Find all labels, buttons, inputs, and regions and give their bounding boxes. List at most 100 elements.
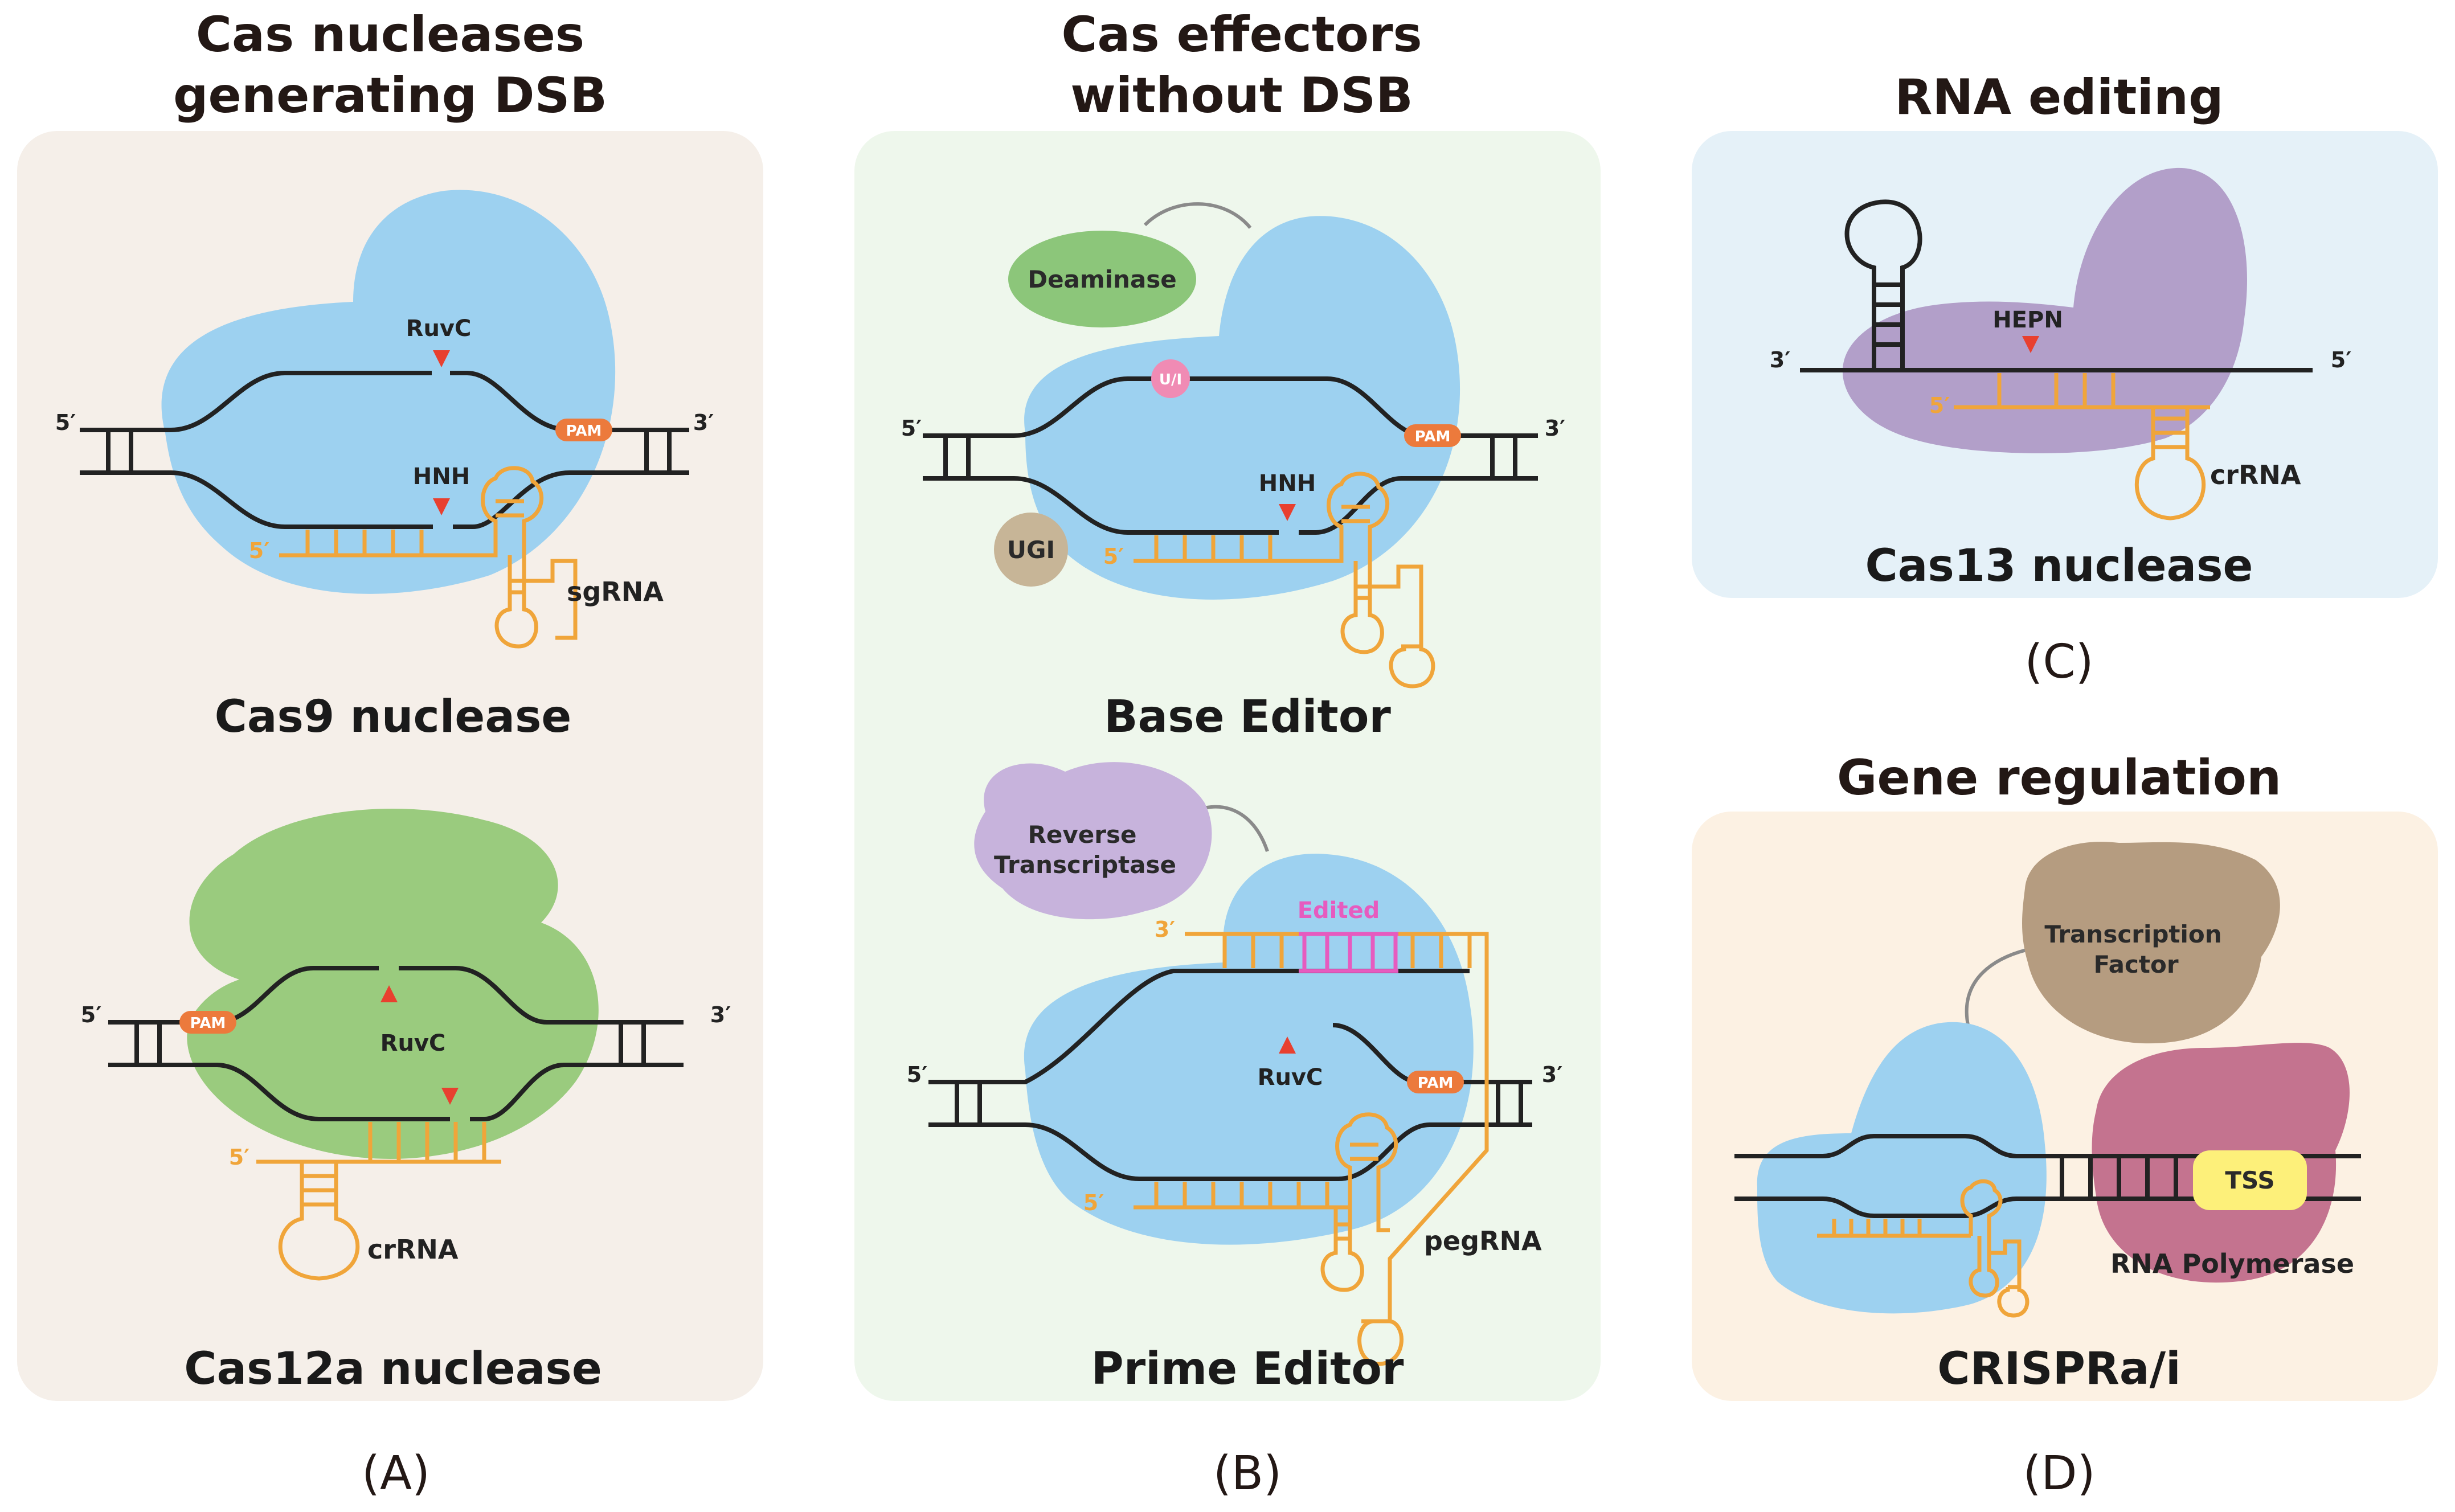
panel-b-letter: (B): [1213, 1447, 1282, 1501]
base-editor-hnh-label: HNH: [1259, 470, 1316, 497]
prime-editor-pegrna-scaffold: [1320, 1112, 1398, 1292]
prime-editor-pegrna-label: pegRNA: [1424, 1226, 1542, 1256]
prime-editor-pegrna-tail-loop: [1357, 1264, 1404, 1366]
ugi-label: UGI: [1007, 536, 1055, 564]
cas12a-bottom-cut-marker: [441, 1088, 459, 1105]
prime-editor-rna-5prime: 5′: [1083, 1190, 1104, 1215]
deaminase-linker: [1143, 202, 1252, 229]
prime-editor-dna-3prime: 3′: [1542, 1062, 1562, 1087]
prime-editor-name: Prime Editor: [1091, 1343, 1404, 1395]
base-editor-dna-5prime: 5′: [901, 416, 922, 441]
cas13-hepn-label: HEPN: [1992, 307, 2063, 333]
panel-d-title: Gene regulation: [1837, 749, 2281, 806]
cas13-target-5prime: 5′: [2331, 347, 2351, 372]
deaminase-protein: [1008, 231, 1196, 327]
cas9-dna-3prime: 3′: [693, 410, 714, 435]
cas12a-name: Cas12a nuclease: [184, 1343, 602, 1395]
base-editor-rna-5prime: 5′: [1103, 544, 1124, 569]
base-editor-dna-top-strand: [923, 376, 1538, 438]
cas13-target-hairpin: [1844, 199, 1922, 370]
tss-label: TSS: [2225, 1166, 2274, 1194]
prime-editor-dna-5prime: 5′: [907, 1062, 927, 1087]
cas9-sgrna-spacer: [279, 530, 481, 558]
cas12a-crrna-label: crRNA: [367, 1234, 459, 1265]
cas12a-dna-5prime: 5′: [81, 1002, 101, 1027]
crispra-sgrna-spacer: [1817, 1219, 1971, 1238]
cas13-target-3prime: 3′: [1770, 347, 1790, 372]
cas12a-protein: [187, 809, 599, 1159]
prime-editor-pam-label: PAM: [1418, 1075, 1454, 1092]
base-editor-diagram: Deaminase UGI U/I: [901, 202, 1565, 743]
cas13-crrna-loop: [2134, 405, 2206, 521]
cas13-name: Cas13 nuclease: [1865, 540, 2253, 592]
cas9-ruvc-cut-marker: [433, 350, 450, 367]
reverse-transcriptase-label-line1: Reverse: [1028, 821, 1137, 849]
transcription-factor-protein: [2022, 842, 2280, 1044]
crispra-dna-top-strand: [1734, 1134, 2361, 1158]
base-editor-hnh-cut-marker: [1279, 504, 1296, 521]
cas12a-top-cut-marker: [380, 985, 398, 1002]
cas12a-dna-3prime: 3′: [710, 1002, 731, 1027]
prime-editor-ruvc-cut-marker: [1279, 1036, 1296, 1054]
transcription-factor-label-line2: Factor: [2093, 950, 2178, 978]
cas9-name: Cas9 nuclease: [215, 691, 572, 743]
ugi-protein: [994, 513, 1068, 587]
cas13-crrna-label: crRNA: [2210, 460, 2301, 490]
crispra-dna-rungs: [2060, 1156, 2178, 1199]
base-editor-pam-badge: [1404, 424, 1461, 447]
cas9-pam-badge: [555, 419, 612, 441]
cas13-crrna-stem-rungs: [2153, 416, 2187, 449]
cas9-hnh-cut-marker: [433, 498, 450, 515]
prime-editor-dna-rungs-left: [955, 1082, 982, 1125]
crispra-diagram: Transcription Factor TSS RNA Polymerase …: [1734, 842, 2361, 1395]
base-editor-sgrna-scaffold: [1327, 472, 1423, 654]
deaminase-label: Deaminase: [1028, 265, 1177, 293]
panel-d-letter: (D): [2023, 1447, 2095, 1501]
cas9-sgrna-scaffold: [481, 466, 578, 649]
cas9-hnh-label: HNH: [413, 464, 470, 490]
cas9-protein: [161, 190, 616, 594]
prime-editor-edited-strand: [928, 969, 1470, 1084]
cas9-sgrna-stem-rungs: [496, 499, 524, 595]
rna-polymerase-label: RNA Polymerase: [2110, 1248, 2354, 1279]
cas12a-dna-bottom-strand: [108, 1063, 684, 1121]
base-editor-dna-rungs-left: [943, 436, 971, 478]
base-editor-pam-label: PAM: [1415, 428, 1451, 445]
base-editor-dna-rungs-right: [1490, 436, 1517, 478]
prime-editor-pegrna-spacer: [1134, 1182, 1350, 1210]
cas9-rna-5prime: 5′: [249, 538, 269, 563]
ui-edit-site: [1151, 359, 1190, 398]
crispra-sgrna-scaffold: [1960, 1179, 2022, 1298]
cas12a-dna-rungs-left: [134, 1022, 162, 1065]
cas9-dna-5prime: 5′: [55, 410, 76, 435]
prime-editor-rt-template: [1185, 932, 1489, 1323]
cas12a-pam-badge: [179, 1011, 236, 1034]
cas12a-rna-5prime: 5′: [229, 1145, 249, 1170]
cas9-diagram: PAM RuvC HNH 5′ 3′ 5′ sgRNA Cas9 nucleas…: [55, 190, 714, 743]
cas9-ruvc-label: RuvC: [406, 315, 472, 342]
cas13-protein: [1842, 167, 2247, 453]
reverse-transcriptase-protein: [974, 762, 1212, 920]
dcas9-protein: [1757, 1022, 2047, 1314]
panel-b-title-line2: without DSB: [1070, 67, 1413, 124]
crispra-sgrna-tail-loop: [1997, 1287, 2030, 1318]
cas12a-pam-label: PAM: [190, 1015, 226, 1032]
prime-editor-pegrna-stem-rungs: [1336, 1142, 1378, 1241]
cas13-rna-5prime: 5′: [1929, 393, 1950, 418]
cas9-dna-rungs-left: [106, 430, 133, 473]
panel-a-letter: (A): [362, 1447, 430, 1501]
prime-editor-dna-rungs-right: [1496, 1082, 1523, 1125]
prime-editor-edited-bases: [1299, 932, 1398, 973]
ui-edit-label: U/I: [1159, 371, 1182, 388]
prime-editor-pam-badge: [1407, 1071, 1464, 1093]
cas13-hepn-cut-marker: [2022, 336, 2039, 353]
prime-editor-cas9-protein: [1024, 854, 1474, 1245]
prime-editor-bottom-strand: [928, 1122, 1532, 1181]
panel-c-title: RNA editing: [1895, 69, 2223, 126]
cas9-sgrna-label: sgRNA: [567, 576, 664, 607]
prime-editor-diagram: Reverse Transcriptase: [907, 762, 1562, 1395]
prime-editor-rna-3prime: 3′: [1155, 917, 1175, 942]
base-editor-dna-3prime: 3′: [1545, 416, 1565, 441]
panel-a-title-line1: Cas nucleases: [196, 6, 584, 63]
